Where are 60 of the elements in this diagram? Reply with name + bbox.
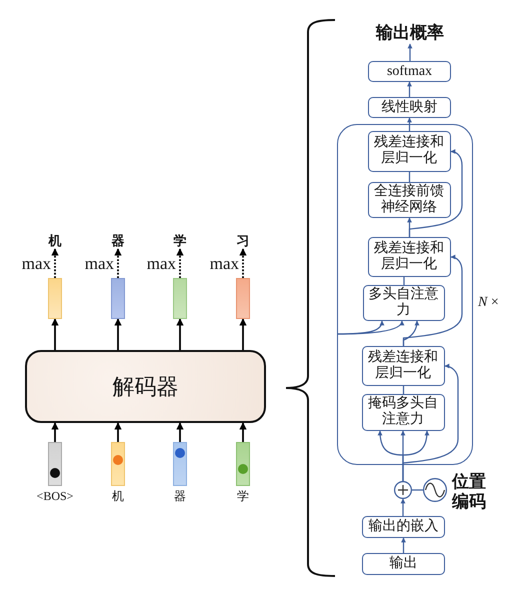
layer-box: 输出的嵌入 [362,516,445,538]
add-operator-circle [394,481,412,499]
arrow [51,422,59,442]
arrow [408,44,412,61]
output-token: 学 [170,233,190,249]
output-vector-bar [111,278,125,319]
input-vector-bar [173,442,187,486]
layer-box: 输出 [362,553,445,575]
input-vector-bar [111,442,125,486]
layer-box: 全连接前馈神经网络 [368,182,450,218]
sine-wave-circle [423,478,447,502]
input-token: 机 [111,489,125,504]
input-token: 器 [173,489,187,504]
input-token: <BOS> [36,489,74,504]
output-token: 习 [233,233,253,249]
repeat-count-label: N × [478,294,500,312]
arrow [407,118,412,131]
dotted-arrow [114,248,122,278]
dotted-arrow [51,248,59,278]
repeated-layer-frame [337,124,473,465]
edge-label: max [20,252,51,274]
curved-arrow [402,364,459,481]
layer-box: 残差连接和层归一化 [368,236,450,276]
output-token: 器 [108,233,128,249]
layer-box: 掩码多头自注意力 [362,394,444,430]
input-vector-bar [48,442,62,486]
output-vector-bar [173,278,187,319]
dotted-arrow [239,248,247,278]
layer-box: 线性映射 [368,97,451,118]
curved-arrow [402,254,463,346]
layer-box: 多头自注意力 [362,284,444,320]
arrow [114,422,122,442]
input-vector-bar [236,442,250,486]
arrow [51,318,59,350]
arrow [114,318,122,350]
output-probability-heading: 输出概率 [370,22,450,44]
layer-box: 残差连接和层归一化 [368,130,450,172]
dotted-arrow [176,248,184,278]
layer-box: softmax [368,61,451,82]
edge-label: max [84,252,114,274]
connector-line [408,172,410,182]
arrow [239,422,247,442]
arrow [239,318,247,350]
edge-label: max [208,252,239,274]
arrow [400,498,406,516]
layer-box: 残差连接和层归一化 [362,346,444,386]
curved-arrow [408,149,463,237]
arrow [401,538,406,553]
output-vector-bar [236,278,250,319]
arrow [176,318,184,350]
arrow [407,82,412,97]
positional-encoding-label: 位置编码 [452,472,487,513]
arrow [176,422,184,442]
edge-label: max [146,252,176,274]
connector-line [412,489,423,491]
curved-arrow [337,320,404,335]
output-token: 机 [45,233,65,249]
input-token: 学 [236,489,250,504]
output-vector-bar [48,278,62,319]
decoder-box: 解码器 [25,350,266,423]
